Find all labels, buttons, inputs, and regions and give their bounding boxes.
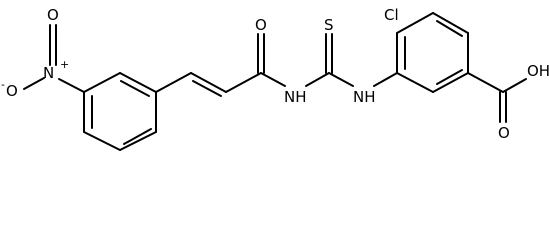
thio-s-label: S	[324, 16, 334, 34]
ring-left-bond-6	[83, 72, 121, 93]
carboxylic-acid-group: OH O	[467, 62, 549, 142]
vinyl-linker	[155, 72, 262, 97]
ring-right-bond-3	[432, 12, 469, 34]
acid-oh-label: OH	[527, 62, 549, 80]
aryl-nh-bond-right	[373, 72, 398, 87]
chlorobenzoic-ring	[396, 12, 469, 93]
acid-bond-to-ring	[467, 72, 504, 93]
ring-left-double-bond-b	[123, 128, 152, 145]
vinyl-bond-2	[190, 72, 227, 93]
amide-carbonyl: O	[255, 16, 267, 74]
ring-right-bond-6	[396, 72, 434, 93]
ring-left-bond-4	[83, 131, 121, 151]
ring-left-bond-1	[119, 72, 157, 93]
amide-nh-bond-left	[260, 72, 286, 87]
nitro-o-minus-charge: -	[1, 78, 5, 91]
nitro-o-minus-bond	[23, 77, 45, 90]
ring-right-double-bond-c	[436, 69, 463, 85]
nitro-o-minus-label: O	[6, 82, 18, 100]
chloro-substituent: Cl	[384, 6, 399, 24]
aryl-nh-label: NH	[353, 88, 376, 106]
ring-right-double-bond-b	[436, 20, 463, 37]
thiourea-group: NH S NH	[260, 16, 398, 106]
molecule-svg: N + O O - O NH S NH	[1, 6, 549, 151]
nitro-o-top-label: O	[47, 6, 59, 24]
cl-label: Cl	[384, 6, 399, 24]
vinyl-bond-1	[155, 72, 192, 93]
ring-left-bond-3	[119, 131, 157, 151]
amide-nh-bond-right	[305, 72, 330, 87]
amide-nh-label: NH	[284, 88, 307, 106]
amide-o-label: O	[255, 16, 267, 34]
ring-right-bond-2	[396, 12, 434, 34]
nitro-n-charge: +	[60, 58, 69, 71]
chemical-structure-diagram: N + O O - O NH S NH	[1, 6, 549, 151]
nitro-n-label: N	[43, 64, 54, 82]
ring-left-double-bond-c	[120, 80, 150, 97]
acid-o-label: O	[498, 124, 510, 142]
vinyl-bond-3	[225, 72, 262, 93]
nitro-group: N + O O -	[1, 6, 85, 100]
aryl-nh-bond-left	[328, 72, 354, 87]
vinyl-double-bond	[192, 80, 222, 97]
acid-oh-bond	[502, 78, 527, 93]
nitro-bond-to-ring	[58, 78, 85, 93]
ring-right-bond-5	[432, 72, 469, 93]
nitrophenyl-ring	[83, 72, 157, 151]
